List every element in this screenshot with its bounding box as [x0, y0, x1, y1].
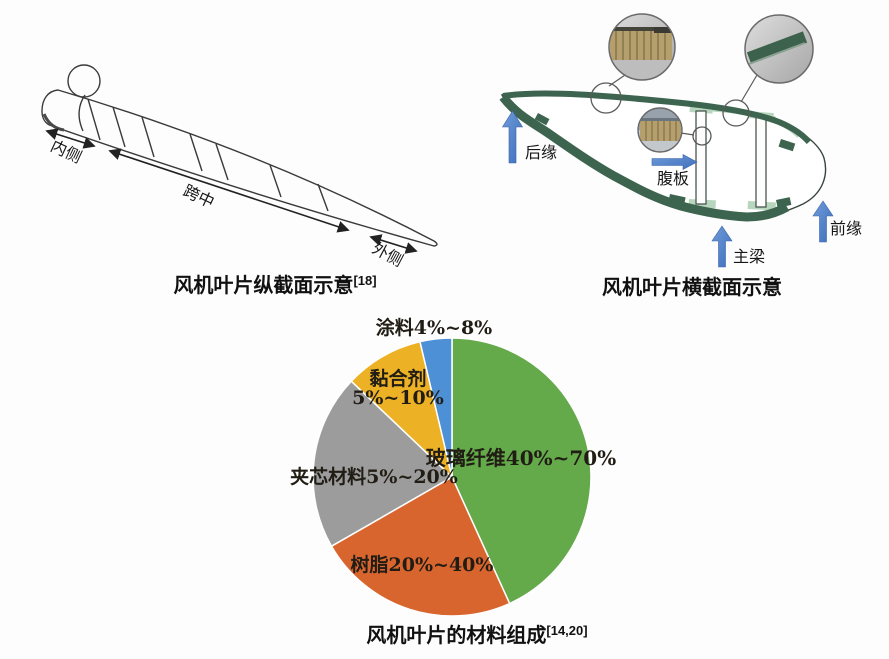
mid-span-label: 跨中: [180, 181, 217, 212]
mid-span-arrow: [108, 148, 350, 233]
marker-circle-spar-cap: [722, 99, 750, 127]
outer-side-label: 外侧: [369, 239, 406, 271]
blade-root-hub-circle: [67, 64, 101, 98]
shear-web-left: [695, 110, 707, 205]
web-arrow: [651, 153, 698, 171]
pie-label-core: 夹芯材料5%~20%: [290, 465, 458, 488]
material-pie-chart: 涂料4%~8% 黏合剂 5%~10% 夹芯材料5%~20% 玻璃纤维40%~70…: [290, 316, 616, 647]
web-label: 腹板: [657, 169, 689, 188]
cross-section-caption: 风机叶片横截面示意: [602, 275, 782, 299]
cross-section-diagram: 后缘 腹板 主梁 前缘 风机叶片横截面示意: [499, 13, 862, 299]
pie-label-adhesive-name: 黏合剂: [369, 367, 426, 390]
pie-slice-2: [312, 380, 454, 548]
pie-label-resin: 树脂20%~40%: [351, 553, 494, 576]
outer-side-arrow: [369, 234, 418, 254]
marker-circle-web: [692, 126, 712, 146]
blade-root-cap: [78, 94, 86, 132]
main-spar-label: 主梁: [733, 247, 765, 266]
shell-steps: [534, 113, 796, 208]
blade-outline: [41, 89, 438, 247]
pie-slices: [312, 337, 592, 617]
pie-slice-3: [350, 340, 454, 480]
leading-edge-label: 前缘: [830, 219, 862, 238]
shell-top-band: [502, 90, 812, 145]
trailing-edge-arrow: [501, 110, 524, 164]
annotation-arrows: [501, 110, 834, 268]
marker-circle-top-skin: [590, 82, 622, 114]
shell-bottom-band: [499, 94, 790, 222]
inner-side-arrow: [45, 128, 96, 149]
detail-marker-circles: [590, 82, 750, 146]
inset-web-sandwich-photo: [637, 107, 683, 153]
trailing-edge-label: 后缘: [525, 143, 557, 162]
shear-web-right: [755, 116, 767, 208]
longitudinal-section-diagram: 内侧 跨中 外侧 风机叶片纵截面示意[18]: [41, 64, 438, 297]
blade-root-shading: [42, 113, 65, 132]
inset-spar-laminate-photo: [744, 14, 814, 84]
pie-label-glass-fiber: 玻璃纤维40%~70%: [426, 446, 616, 470]
inset-core-material-photo: [608, 13, 676, 81]
main-spar-arrow: [711, 225, 733, 268]
pie-slice-0: [451, 337, 592, 605]
pie-caption: 风机叶片的材料组成[14,20]: [366, 623, 587, 647]
pie-slice-4: [419, 337, 453, 478]
pie-label-adhesive-range: 5%~10%: [352, 387, 444, 409]
longitudinal-caption: 风机叶片纵截面示意[18]: [173, 273, 376, 297]
pie-label-coating: 涂料4%~8%: [376, 316, 492, 339]
leading-edge-arrow: [812, 200, 834, 243]
pie-slice-1: [330, 475, 511, 617]
